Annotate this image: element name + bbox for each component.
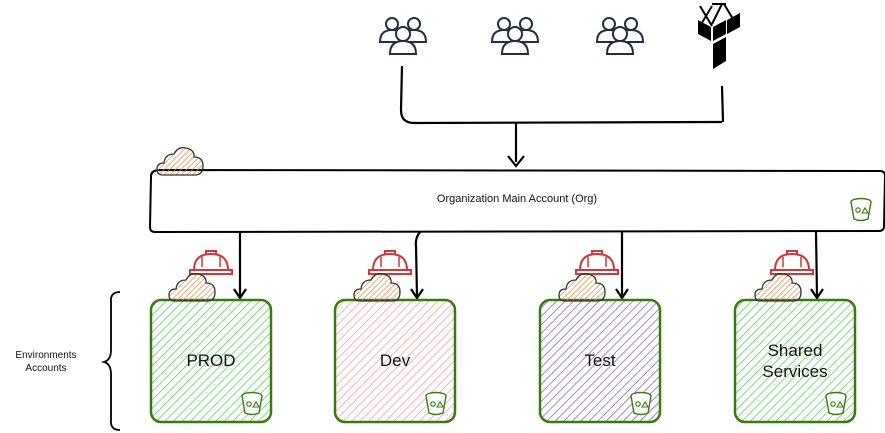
- down-connector-lines: [233, 231, 824, 300]
- users-group-icon: [596, 17, 644, 55]
- environments-label: Environments Accounts: [15, 350, 77, 374]
- account-label-prod: PROD: [186, 351, 236, 370]
- top-connector-lines: [399, 65, 725, 168]
- cloud-icon: [353, 272, 401, 302]
- hard-hat-icon: [368, 250, 412, 275]
- cloud-icon: [558, 272, 606, 302]
- hard-hat-icon: [770, 250, 814, 275]
- cloud-icon: [168, 272, 216, 302]
- s3-bucket-icon: [241, 391, 263, 416]
- account-label-shared: Shared Services: [762, 341, 828, 381]
- environments-brace: [100, 291, 121, 431]
- hard-hat-icon: [575, 250, 619, 275]
- cloud-icon: [754, 272, 802, 302]
- account-label-test: Test: [584, 351, 616, 370]
- terraform-icon: [698, 3, 740, 69]
- s3-bucket-icon: [630, 391, 652, 416]
- org-main-box: [148, 168, 885, 234]
- users-group-icon: [379, 17, 427, 55]
- account-label-dev: Dev: [379, 351, 411, 370]
- hard-hat-icon: [189, 250, 233, 275]
- s3-bucket-icon: [425, 391, 447, 416]
- org-label: Organization Main Account (Org): [436, 193, 598, 205]
- cloud-icon: [156, 146, 204, 176]
- s3-bucket-icon: [825, 391, 847, 416]
- users-group-icon: [491, 17, 539, 55]
